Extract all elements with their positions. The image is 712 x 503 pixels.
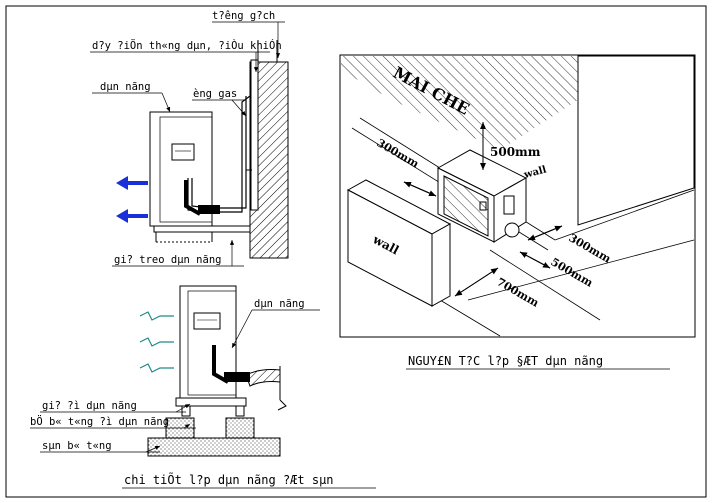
concrete-block-right — [225, 417, 255, 439]
ac-unit-grille — [443, 175, 489, 237]
roof-canopy — [341, 56, 578, 150]
floor-mount-detail: dµn nãng gi? ?ì dµn nãng bÖ b« t«ng ?ì d… — [30, 285, 376, 489]
title-floor-mount: chi tiÕt l?p dµn nãng ?Æt sµn — [124, 472, 334, 487]
front-wall-side — [431, 223, 451, 307]
base-bracket-shape — [175, 397, 247, 407]
label-control-wire: d?y ?iÖn th«ng dµn, ?iÒu khiÓn — [92, 39, 282, 52]
label-concrete-block: bÖ b« t«ng ?ì dµn nãng — [30, 415, 169, 428]
label-outdoor-unit-top: dµn nãng — [100, 81, 151, 93]
dim-side-gap: 500mm — [549, 255, 596, 290]
label-outdoor-unit-bottom: dµn nãng — [254, 298, 305, 310]
wall-mount-detail: t?êng g?ch d?y ?iÖn th«ng dµn, ?iÒu khiÓ… — [90, 10, 289, 267]
dim-top-gap: 500mm — [490, 145, 541, 159]
label-gas-pipe: èng gas — [193, 88, 237, 100]
label-brick-wall: t?êng g?ch — [212, 10, 275, 22]
clearance-frame — [339, 54, 696, 338]
airflow-arrow-1 — [116, 176, 148, 190]
dim-front-gap: 700mm — [495, 275, 542, 310]
clearance-detail: wall MAI CHE wall 500mm 300mm 300mm 500m… — [339, 54, 696, 370]
title-clearance: NGUY£N T?C l?p §ÆT dµn nãng — [408, 354, 603, 368]
airflow-waves — [139, 311, 174, 373]
back-wall — [577, 55, 695, 226]
concrete-floor-slab — [147, 437, 281, 457]
hanger-bracket-shape — [153, 225, 251, 233]
back-wall-label: wall — [522, 164, 548, 181]
sheet-border — [5, 5, 707, 498]
unit-nameplate — [171, 143, 195, 161]
label-hanger-bracket: gi? treo dµn nãng — [114, 254, 221, 266]
airflow-arrow-2 — [116, 209, 148, 223]
pipe-sleeve — [245, 369, 281, 387]
dim-right-gap: 300mm — [567, 231, 614, 266]
wire-conduit — [250, 59, 259, 211]
label-concrete-floor: sµn b« t«ng — [42, 440, 112, 452]
label-base-bracket: gi? ?ì dµn nãng — [42, 400, 137, 412]
unit-nameplate-floor — [193, 312, 221, 330]
